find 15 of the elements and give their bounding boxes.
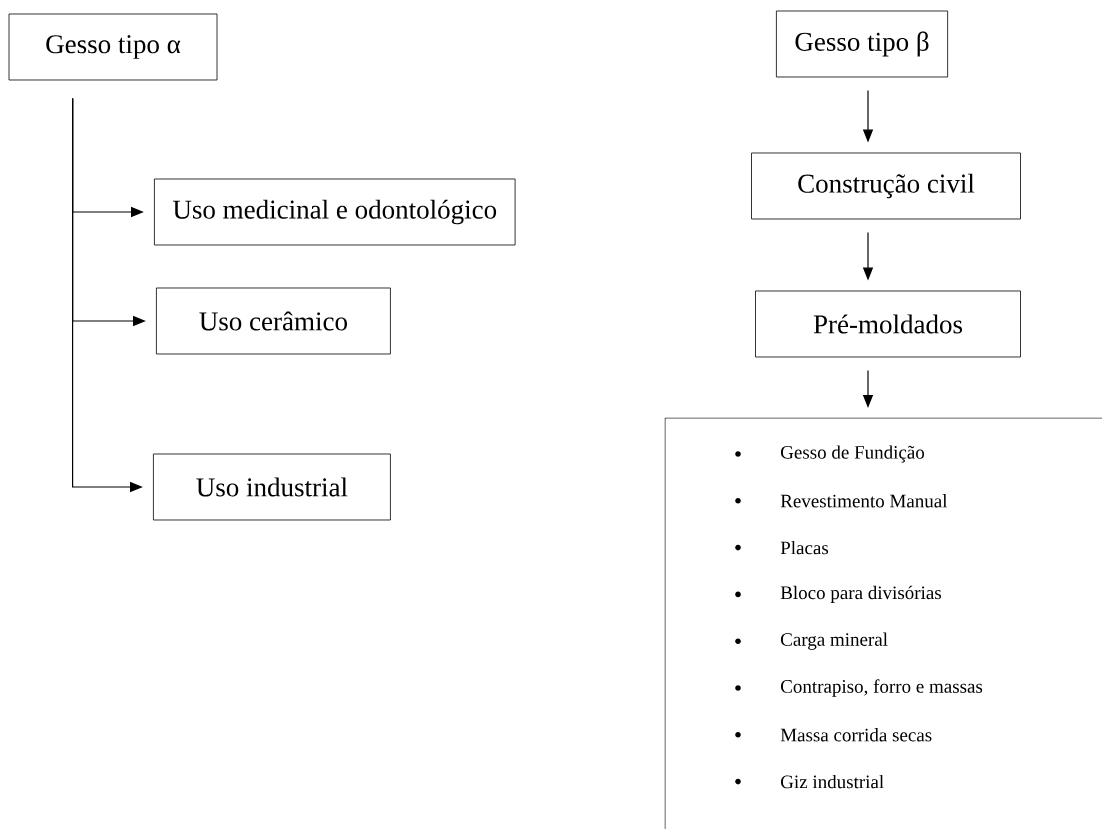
list-item: Gesso de Fundição xyxy=(781,445,925,463)
text-box: Uso medicinal e odontológico xyxy=(154,178,516,246)
text-box: Uso cerâmico xyxy=(156,287,391,355)
list-item: Revestimento Manual xyxy=(780,494,948,508)
text-box: Pré-moldados xyxy=(755,290,1021,358)
list-item: Giz industrial xyxy=(781,774,884,789)
list-item: Placas xyxy=(780,540,829,555)
list-item: Bloco para divisórias xyxy=(780,585,941,603)
list-item: Massa corrida secas xyxy=(780,728,932,742)
text-box: Gesso tipo β xyxy=(776,10,949,78)
text-box: Gesso tipo α xyxy=(8,13,218,81)
list-item: Carga mineral xyxy=(781,632,888,650)
list-item: Contrapiso, forro e massas xyxy=(781,679,983,697)
text-box: Construção civil xyxy=(751,152,1021,220)
text-box: Uso industrial xyxy=(153,453,391,521)
